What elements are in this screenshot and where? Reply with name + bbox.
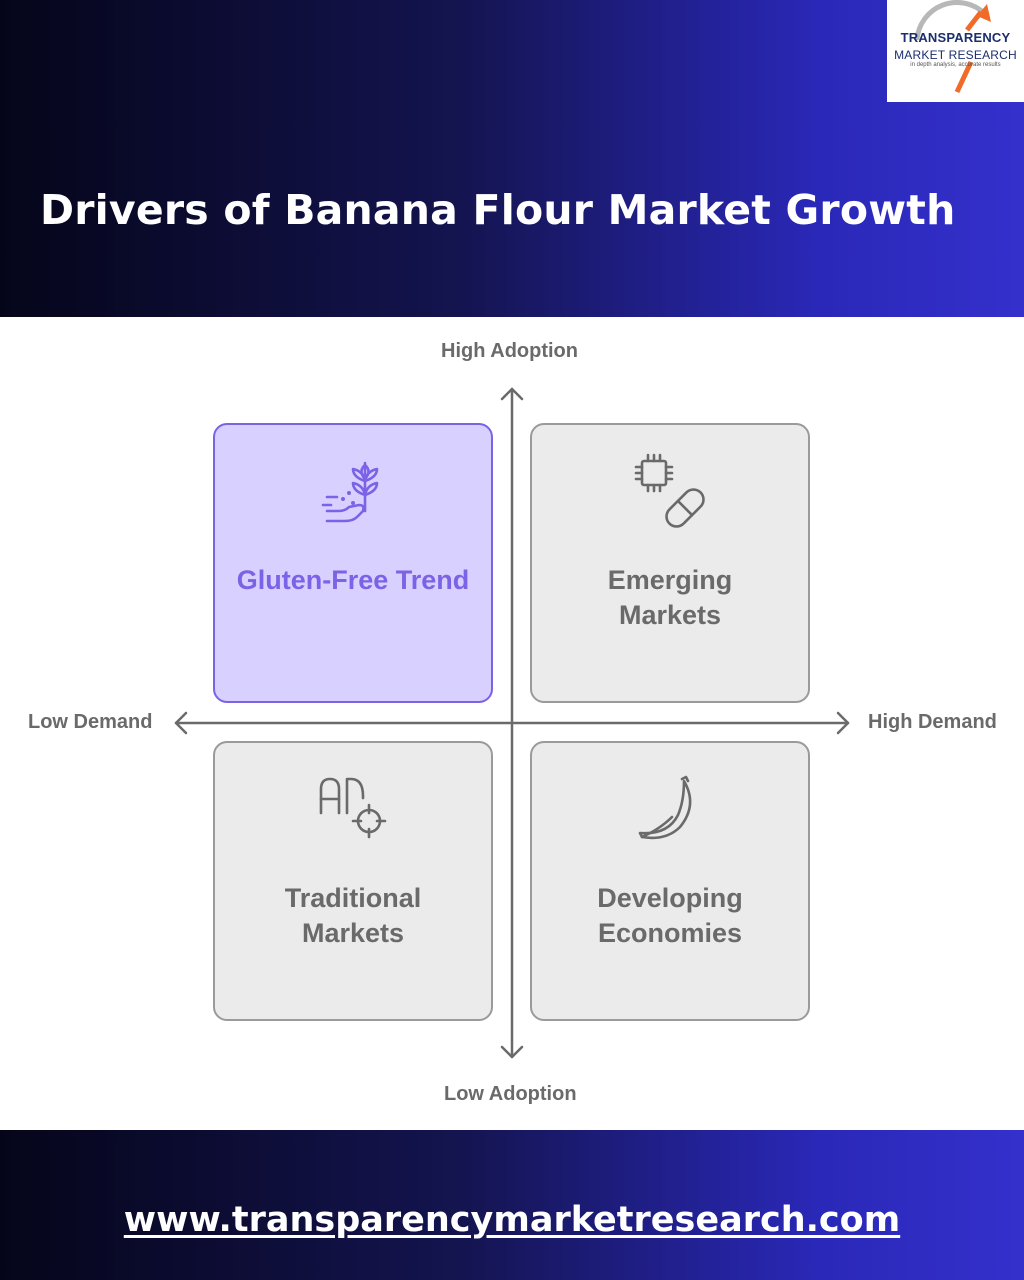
quadrant-gluten-free-trend: Gluten-Free Trend (213, 423, 493, 703)
quadrant-label: Gluten-Free Trend (236, 565, 470, 595)
banana-icon (638, 775, 692, 840)
axes-lines (174, 387, 850, 1059)
ad-target-icon (319, 777, 387, 839)
chip-pill-icon (634, 453, 705, 528)
arrow-right-icon (836, 711, 850, 735)
logo-text-primary: TRANSPARENCY (900, 30, 1011, 45)
axis-label-top: High Adoption (441, 340, 578, 362)
website-link[interactable]: www.transparencymarketresearch.com (123, 1200, 901, 1240)
axis-label-left: Low Demand (28, 711, 153, 733)
header-banner: TRANSPARENCY MARKET RESEARCH in depth an… (0, 0, 1024, 317)
logo-text-secondary: MARKET RESEARCH (894, 48, 1017, 62)
arrow-up-icon (500, 387, 524, 401)
arrow-down-icon (500, 1045, 524, 1059)
axis-label-bottom: Low Adoption (444, 1083, 577, 1105)
arrow-left-icon (174, 711, 188, 735)
quadrant-diagram: High Adoption Low Adoption Low Demand Hi… (0, 317, 1024, 1130)
growth-arrow-logo-icon (914, 0, 991, 94)
page-title: Drivers of Banana Flour Market Growth (40, 186, 956, 234)
wheat-hand-icon (321, 461, 379, 523)
axis-label-right: High Demand (868, 711, 997, 733)
logo-tagline: in depth analysis, accurate results (910, 62, 1001, 68)
footer-banner: www.transparencymarketresearch.com (0, 1130, 1024, 1280)
company-logo: TRANSPARENCY MARKET RESEARCH in depth an… (887, 0, 1024, 102)
